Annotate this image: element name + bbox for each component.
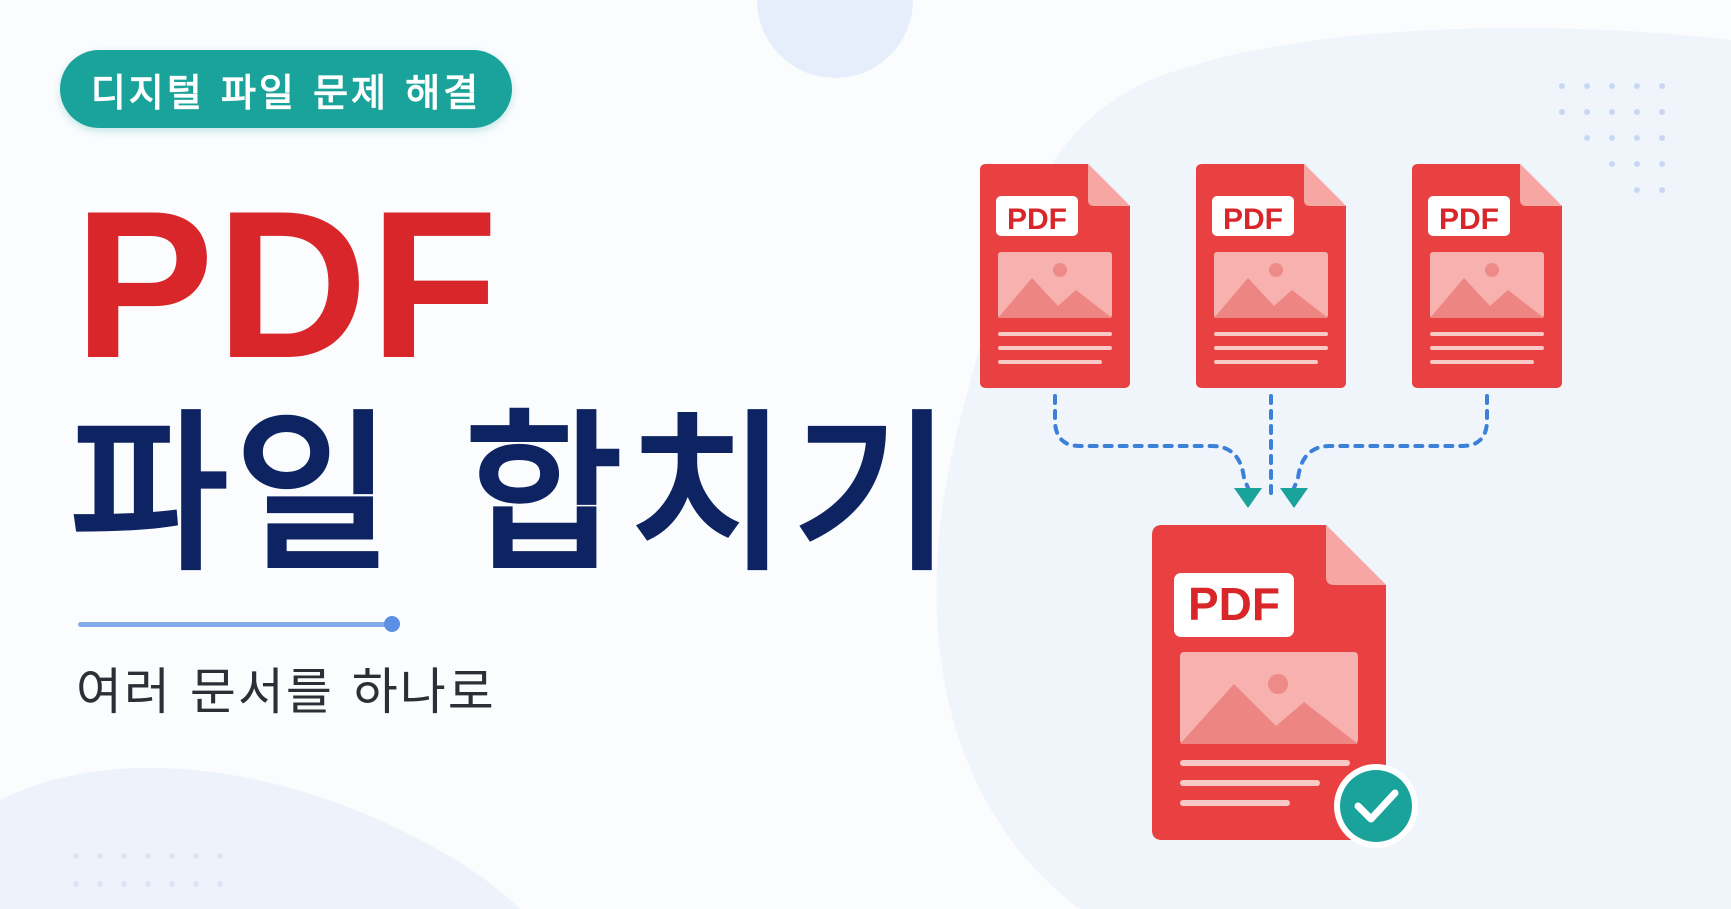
pdf-file-label-2: PDF [1223,203,1283,236]
pdf-file-icon-3: PDF [1412,164,1562,388]
divider-line [78,622,392,627]
subtitle: 여러 문서를 하나로 [76,663,496,721]
merged-pdf-file-label: PDF [1188,578,1280,630]
check-icon [1334,764,1418,848]
pdf-file-label-3: PDF [1439,203,1499,236]
pdf-file-icon-2: PDF [1196,164,1346,388]
pdf-file-icon-1: PDF [980,164,1130,388]
dot-grid-bottom-left [73,853,223,887]
category-badge: 디지털 파일 문제 해결 [60,50,512,128]
dot-grid-top-right [1559,83,1665,193]
merged-pdf-file-icon: PDF [1152,525,1386,840]
page-title-line1: PDF [74,167,500,402]
pdf-file-label-1: PDF [1007,203,1067,236]
divider-dot [384,616,400,632]
merge-arrows [1053,394,1489,500]
page-title-line2: 파일 합치기 [70,394,958,595]
category-badge-label: 디지털 파일 문제 해결 [90,70,482,115]
